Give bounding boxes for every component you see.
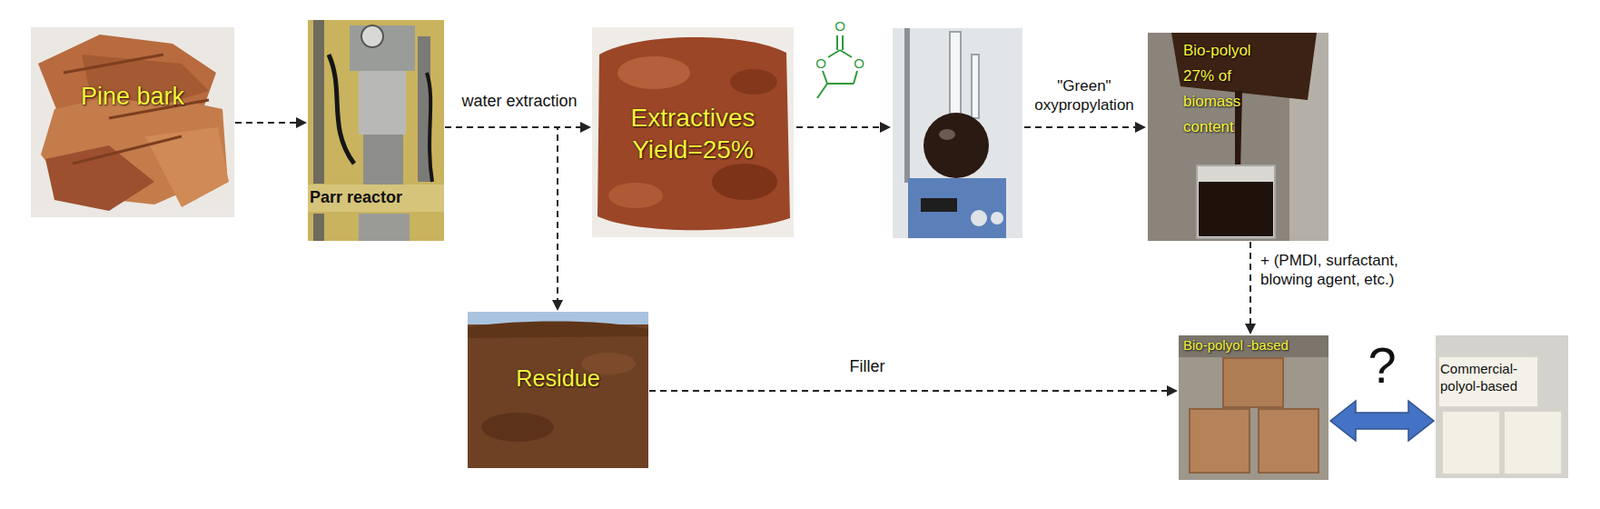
node-text: Bio-polyol 27% of biomass content xyxy=(1183,38,1267,140)
node-text: Parr reactor xyxy=(309,187,443,208)
photo-node: Parr reactor xyxy=(307,19,445,241)
photo-node: Residue xyxy=(467,311,649,468)
arrow-head xyxy=(296,117,307,129)
dashed-arrow xyxy=(1244,241,1256,335)
edge-label: water extraction xyxy=(446,90,593,112)
node-text: Extractives Yield=25% xyxy=(611,101,775,166)
bio-foam-photo xyxy=(1178,335,1329,480)
dashed-arrow xyxy=(444,127,563,311)
parr-reactor-photo xyxy=(307,19,445,241)
photo-node: Pine bark xyxy=(30,27,235,218)
node-text: Bio-polyol -based xyxy=(1183,336,1325,355)
flask-stirrer-photo xyxy=(892,28,1023,238)
comparison-arrow xyxy=(1330,400,1434,441)
commercial-foam-photo xyxy=(1435,335,1569,478)
edge-label: Filler xyxy=(821,355,913,377)
dashed-line xyxy=(1249,241,1252,324)
step-label: "Green" oxypropylation xyxy=(1024,76,1145,116)
atom-label: O xyxy=(853,55,865,73)
bio-polyol-photo xyxy=(1147,32,1329,241)
atom-label: O xyxy=(834,18,846,36)
arrow-head xyxy=(580,121,592,133)
atom-label: O xyxy=(815,55,827,73)
node-text: Residue xyxy=(467,364,649,394)
dashed-arrow xyxy=(235,117,307,129)
photo-node: Bio-polyol 27% of biomass content xyxy=(1147,32,1329,241)
edge-label: + (PMDI, surfactant, blowing agent, etc.… xyxy=(1260,250,1442,290)
arrow-head xyxy=(552,299,563,311)
double-arrow-shape xyxy=(1330,400,1434,441)
dashed-line xyxy=(444,127,558,300)
arrow-head xyxy=(1244,323,1256,335)
node-text: Commercial-polyol-based xyxy=(1440,360,1531,396)
arrow-head xyxy=(1166,385,1178,396)
pine-bark-photo xyxy=(30,27,235,218)
extractives-photo xyxy=(592,27,794,238)
photo-node: Bio-polyol -based xyxy=(1178,335,1329,480)
node-text: Pine bark xyxy=(30,81,235,113)
dashed-line xyxy=(235,121,297,124)
question-mark: ? xyxy=(1359,339,1405,391)
photo-node: Commercial-polyol-based xyxy=(1435,335,1569,478)
dashed-line xyxy=(649,389,1167,392)
dashed-arrow xyxy=(649,385,1178,396)
residue-photo xyxy=(467,311,649,468)
photo-node: Extractives Yield=25% xyxy=(592,27,794,238)
